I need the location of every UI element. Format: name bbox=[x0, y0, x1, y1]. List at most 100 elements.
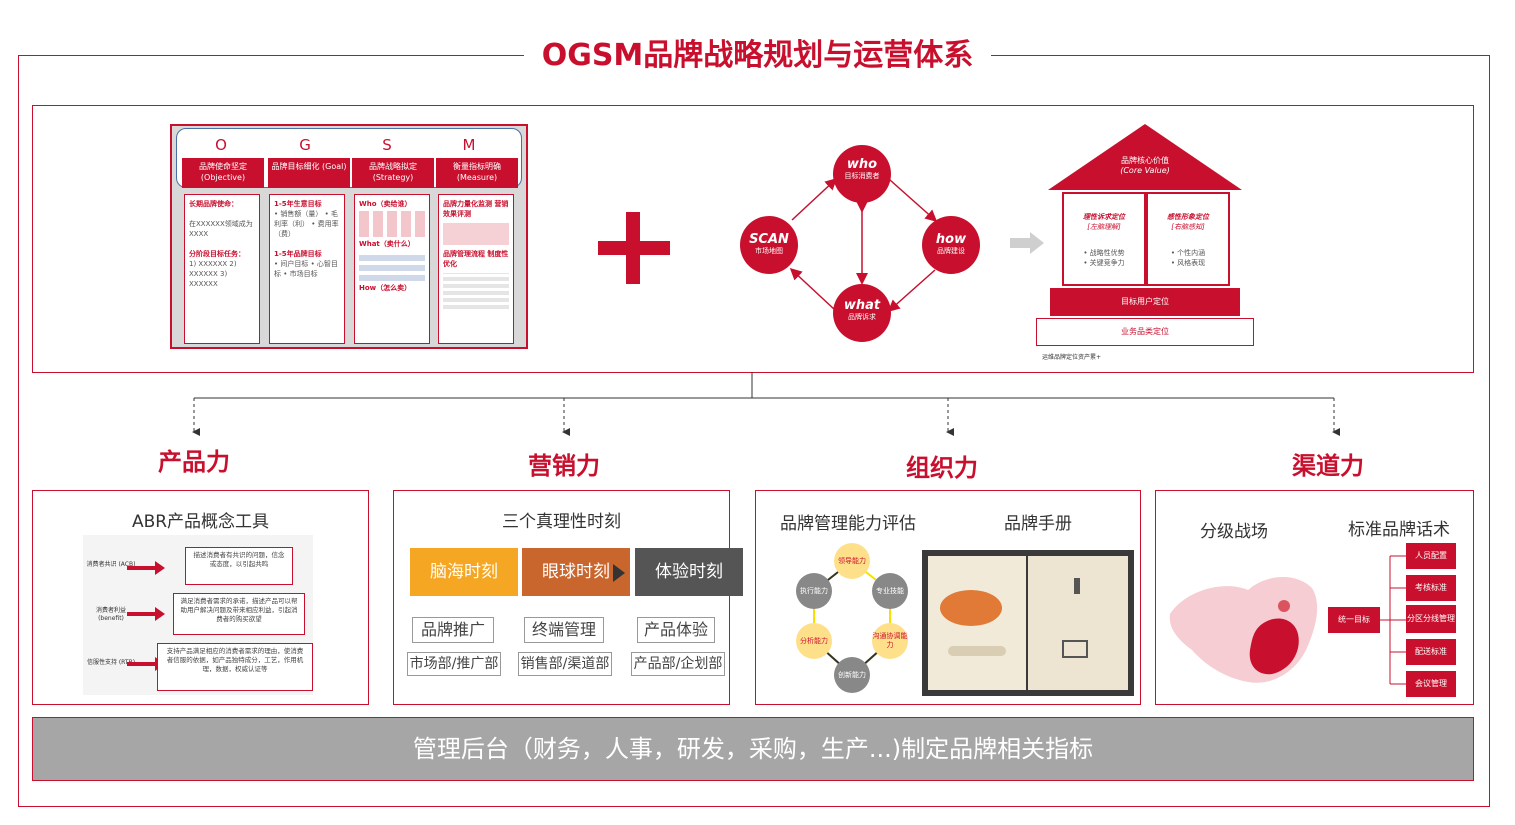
ogsm-s-who: Who（卖给谁） bbox=[359, 200, 412, 208]
abr-arrow-1 bbox=[127, 566, 157, 570]
tree-item-zone: 分区分线管理 bbox=[1406, 605, 1456, 633]
abr-arrow-3 bbox=[127, 662, 157, 666]
abr-arrow-2 bbox=[127, 612, 157, 616]
brain-illustration bbox=[940, 590, 1002, 626]
marketing-title: 三个真理性时刻 bbox=[502, 512, 621, 532]
abr-tier-benefit: 满足消费者需求的承诺，描述产品可以帮助用户解决问题及带来相应利益，引起消费者的购… bbox=[173, 593, 305, 635]
ogsm-head-goal: 品牌目标细化 (Goal) bbox=[268, 158, 350, 188]
ogsm-col-objective: 长期品牌使命： 在XXXXXX领域成为XXXX 分阶段目标任务： 1) XXXX… bbox=[184, 194, 260, 344]
tree-item-staffing: 人员配置 bbox=[1406, 543, 1456, 569]
roof-sub: (Core Value) bbox=[1120, 166, 1170, 175]
abr-label-acb: 消费者共识 (ACB) bbox=[86, 561, 136, 568]
channel-box: 分级战场 标准品牌话术 bbox=[1155, 490, 1474, 705]
tree-root: 统一目标 bbox=[1328, 607, 1380, 633]
mkt-row1-c3: 产品体验 bbox=[637, 617, 715, 643]
ogsm-g-t1: • 销售额（量） • 毛利率（利） • 费用率（费） bbox=[274, 210, 339, 238]
strategy-grid-1 bbox=[359, 211, 425, 237]
strategy-grid-2 bbox=[359, 251, 425, 281]
hex-node-execution: 执行能力 bbox=[796, 573, 832, 609]
org-title-assessment: 品牌管理能力评估 bbox=[780, 514, 916, 534]
product-title: ABR产品概念工具 bbox=[131, 512, 270, 532]
abr-arrowhead-2 bbox=[155, 607, 165, 621]
left-pillar-title: 理性诉求定位 bbox=[1083, 213, 1125, 221]
ogsm-m-b: 品牌管理流程 制度性优化 bbox=[443, 250, 509, 268]
branch-connectors bbox=[192, 372, 1340, 436]
ogsm-head-objective: 品牌使命坚定 (Objective) bbox=[182, 158, 264, 188]
china-map bbox=[1169, 576, 1318, 683]
channel-title-script: 标准品牌话术 bbox=[1348, 520, 1450, 540]
left-pillar-item-1: • 战略性优势 bbox=[1083, 249, 1125, 257]
ogsm-col-measure: 品牌力量化监测 营销效果评测 品牌管理流程 制度性优化 bbox=[438, 194, 514, 344]
left-pillar-item-2: • 关键竞争力 bbox=[1083, 259, 1125, 267]
ogsm-s-what: What（卖什么） bbox=[359, 240, 415, 248]
product-box: ABR产品概念工具 消费者共识 (ACB) 消费者利益 (benefit) 信服… bbox=[32, 490, 369, 705]
tree-item-kpi: 考核标准 bbox=[1406, 575, 1456, 601]
ogsm-letter-s: S bbox=[382, 136, 392, 154]
bottom-bar: 管理后台（财务，人事，研发，采购，生产...)制定品牌相关指标 bbox=[32, 717, 1474, 781]
measure-table bbox=[443, 273, 509, 309]
right-pillar-title: 感性形象定位 bbox=[1167, 213, 1209, 221]
section-title-channel: 渠道力 bbox=[1292, 452, 1364, 480]
ogsm-m-a: 品牌力量化监测 营销效果评测 bbox=[443, 200, 509, 218]
house-roof-text: 品牌核心价值 (Core Value) bbox=[1078, 156, 1212, 176]
house-right-pillar: 感性形象定位 [右脑感知] • 个性内涵 • 风格表现 bbox=[1146, 192, 1230, 286]
abr-tier-rtb: 支持产品满足相应的消费者需求的理由，使消费者信服的依据，如产品独特成分，工艺，作… bbox=[157, 643, 313, 691]
house-left-pillar: 理性诉求定位 [左脑理解] • 战略性优势 • 关键竞争力 bbox=[1062, 192, 1146, 286]
hex-node-leadership: 领导能力 bbox=[834, 543, 870, 579]
hex-node-analysis: 分析能力 bbox=[796, 623, 832, 659]
tree-connectors bbox=[1380, 555, 1406, 685]
stage-eye: 眼球时刻 bbox=[522, 548, 630, 596]
roof-title: 品牌核心价值 bbox=[1121, 156, 1169, 165]
hex-node-professional: 专业技能 bbox=[872, 573, 908, 609]
ogsm-o-t1: 在XXXXXX领域成为XXXX bbox=[189, 220, 253, 238]
ogsm-o-t2: 1) XXXXXX 2) XXXXXX 3) XXXXXX bbox=[189, 260, 237, 288]
ogsm-s-how: How（怎么卖） bbox=[359, 284, 412, 292]
ogsm-o-h1: 长期品牌使命： bbox=[189, 200, 238, 208]
right-pillar-item-2: • 风格表现 bbox=[1170, 259, 1206, 267]
ogsm-col-goal: 1-5年生意目标 • 销售额（量） • 毛利率（利） • 费用率（费） 1-5年… bbox=[269, 194, 345, 344]
ogsm-o-h2: 分阶段目标任务： bbox=[189, 250, 245, 258]
ogsm-g-t2: • 间户目标 • 心智目标 • 市场目标 bbox=[274, 260, 338, 278]
abr-arrowhead-1 bbox=[155, 561, 165, 575]
hex-node-communication: 沟通协调能力 bbox=[872, 623, 908, 659]
org-title-handbook: 品牌手册 bbox=[1004, 514, 1072, 534]
ogsm-col-strategy: Who（卖给谁） What（卖什么） How（怎么卖） bbox=[354, 194, 430, 344]
abr-tier-acb: 描述消费者有共识的问题，信念或态度，以引起共鸣 bbox=[185, 547, 293, 585]
right-pillar-item-1: • 个性内涵 bbox=[1170, 249, 1206, 257]
plus-icon-horizontal bbox=[598, 241, 670, 255]
ogsm-g-h2: 1-5年品牌目标 bbox=[274, 250, 322, 258]
hand-illustration bbox=[948, 646, 1006, 656]
ogsm-panel: O G S M 品牌使命坚定 (Objective) 品牌目标细化 (Goal)… bbox=[170, 124, 528, 349]
ogsm-head-measure: 衡量指标明确 (Measure) bbox=[436, 158, 518, 188]
monitor-icon bbox=[1062, 640, 1088, 658]
hex-node-innovation: 创新能力 bbox=[834, 657, 870, 693]
ogsm-head-strategy: 品牌战略拟定 (Strategy) bbox=[352, 158, 434, 188]
marketing-box: 三个真理性时刻 bbox=[393, 490, 730, 705]
ogsm-letter-g: G bbox=[299, 136, 311, 154]
mkt-row1-c2: 终端管理 bbox=[524, 617, 604, 643]
gray-arrow-head bbox=[1030, 232, 1044, 254]
mkt-row2-c3: 产品部/企划部 bbox=[631, 652, 725, 676]
abr-label-rtb: 信服性支持 (RTB) bbox=[86, 659, 136, 666]
mkt-row2-c2: 销售部/渠道部 bbox=[518, 652, 612, 676]
stage-arrow-1 bbox=[500, 564, 512, 582]
right-pillar-sub: [右脑感知] bbox=[1171, 223, 1205, 231]
tree-item-delivery: 配送标准 bbox=[1406, 639, 1456, 665]
left-pillar-sub: [左脑理解] bbox=[1087, 223, 1121, 231]
stage-arrow-2 bbox=[613, 564, 625, 582]
handbook-image bbox=[922, 550, 1134, 696]
section-title-product: 产品力 bbox=[158, 448, 230, 476]
house-base-category: 业务品类定位 bbox=[1036, 318, 1254, 346]
abr-label-benefit: 消费者利益 (benefit) bbox=[95, 607, 126, 622]
ogsm-letter-o: O bbox=[215, 136, 227, 154]
tree-item-meeting: 会议管理 bbox=[1406, 671, 1456, 697]
channel-title-battlefield: 分级战场 bbox=[1200, 522, 1268, 542]
down-arrow-icon bbox=[1074, 578, 1080, 594]
stage-experience: 体验时刻 bbox=[635, 548, 743, 596]
section-title-org: 组织力 bbox=[906, 454, 978, 482]
ogsm-g-h1: 1-5年生意目标 bbox=[274, 200, 322, 208]
measure-chart bbox=[443, 223, 509, 245]
mkt-row2-c1: 市场部/推广部 bbox=[407, 652, 501, 676]
